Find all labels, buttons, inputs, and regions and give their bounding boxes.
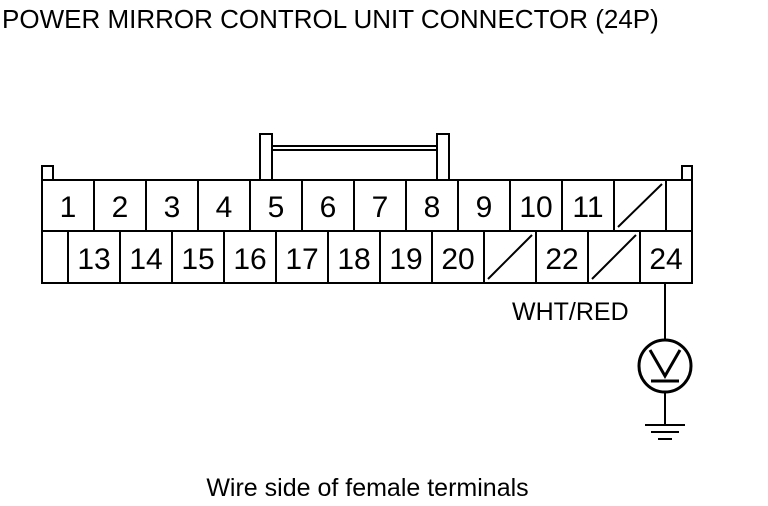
connector-cells: 1 2 3 4 5 6 7 8 9 10 11 13 14 15 16 17 18 19 20 22 24 [60,180,683,283]
terminal-8: 8 [424,191,441,224]
terminal-18: 18 [337,243,370,276]
terminal-17: 17 [285,243,318,276]
terminal-4: 4 [216,191,233,224]
connector-lock-tab [259,133,450,181]
ground-icon [645,424,685,440]
terminal-14: 14 [129,243,162,276]
unused-terminal-mark [617,183,663,228]
terminal-9: 9 [476,191,493,224]
terminal-20: 20 [441,243,474,276]
terminal-22: 22 [545,243,578,276]
terminal-24: 24 [649,243,682,276]
terminal-5: 5 [268,191,285,224]
terminal-7: 7 [372,191,389,224]
terminal-3: 3 [164,191,181,224]
connector-body [41,165,693,284]
terminal-13: 13 [77,243,110,276]
terminal-1: 1 [60,191,77,224]
terminal-15: 15 [181,243,214,276]
voltmeter-icon [637,338,693,394]
terminal-19: 19 [389,243,422,276]
terminal-6: 6 [320,191,337,224]
terminal-10: 10 [519,191,552,224]
wire-color-label: WHT/RED [512,298,629,326]
terminal-16: 16 [233,243,266,276]
unused-terminal-mark [487,234,533,280]
unused-terminal-mark [591,234,637,280]
terminal-2: 2 [112,191,129,224]
diagram-caption: Wire side of female terminals [206,474,529,502]
terminal-11: 11 [572,191,603,224]
diagram-title: POWER MIRROR CONTROL UNIT CONNECTOR (24P… [2,4,659,34]
